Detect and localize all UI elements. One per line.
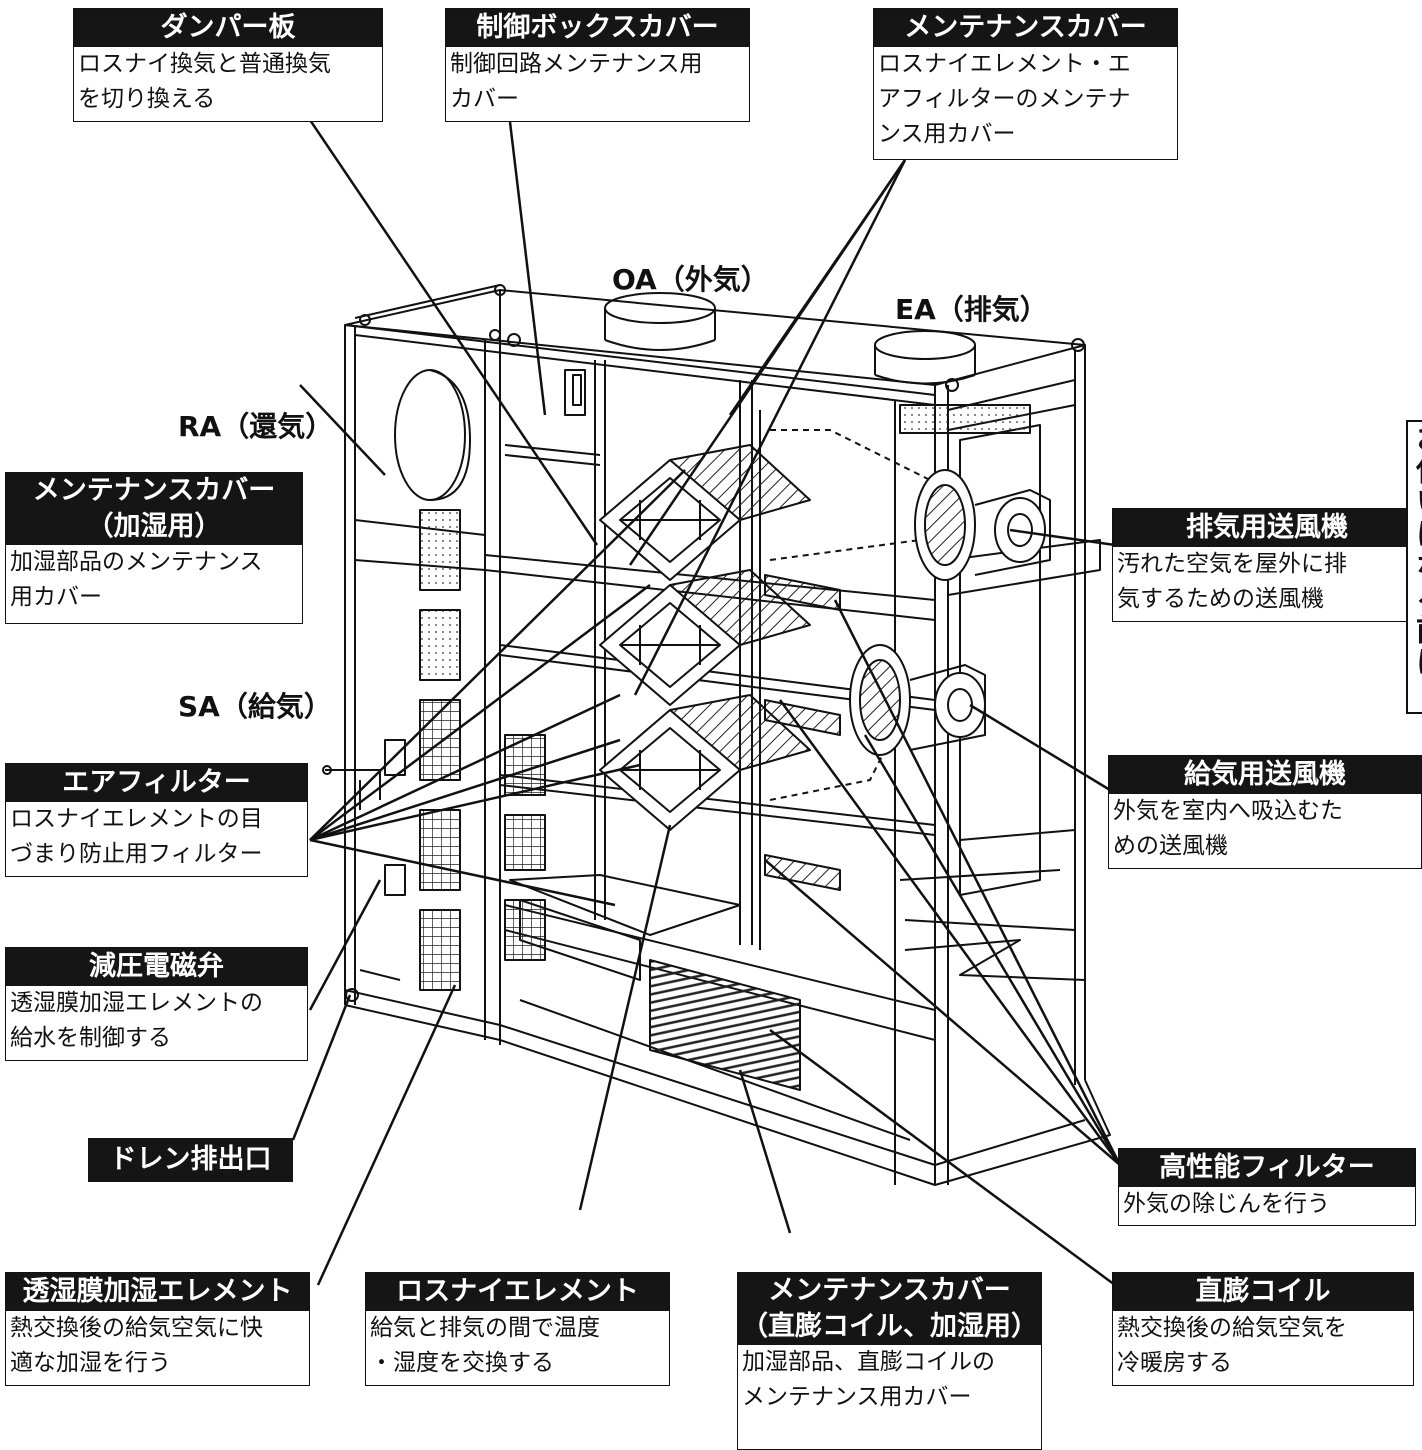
callout-damper-title: ダンパー板 <box>74 9 382 47</box>
callout-maintenance-coil-title: メンテナンスカバー （直膨コイル、加湿用） <box>738 1273 1041 1345</box>
callout-maintenance-coil: メンテナンスカバー （直膨コイル、加湿用） 加湿部品、直膨コイルの メンテナンス… <box>737 1272 1042 1450</box>
callout-control-box-desc: 制御回路メンテナンス用 カバー <box>450 51 703 112</box>
callout-maintenance-coil-desc: 加湿部品、直膨コイルの メンテナンス用カバー <box>742 1349 995 1410</box>
callout-hepa: 高性能フィルター 外気の除じんを行う <box>1118 1148 1416 1226</box>
callout-lossnay: ロスナイエレメント 給気と排気の間で温度 ・湿度を交換する <box>365 1272 670 1386</box>
sa-label: SA（給気） <box>178 690 332 723</box>
callout-hepa-title: 高性能フィルター <box>1119 1149 1415 1187</box>
side-tab-text: お使いになる前に <box>1410 422 1422 678</box>
callout-coil: 直膨コイル 熱交換後の給気空気を 冷暖房する <box>1112 1272 1414 1386</box>
oa-label: OA（外気） <box>612 263 769 296</box>
callout-maintenance-humid-title: メンテナンスカバー （加湿用） <box>6 473 302 545</box>
callout-control-box: 制御ボックスカバー 制御回路メンテナンス用 カバー <box>445 8 750 122</box>
callout-drain-title: ドレン排出口 <box>88 1138 293 1182</box>
callout-valve-title: 減圧電磁弁 <box>6 948 307 986</box>
callout-coil-desc: 熱交換後の給気空気を 冷暖房する <box>1117 1315 1347 1376</box>
callout-exhaust-fan-title: 排気用送風機 <box>1113 509 1421 547</box>
callout-valve: 減圧電磁弁 透湿膜加湿エレメントの 給水を制御する <box>5 947 308 1061</box>
callout-maintenance-humid-desc: 加湿部品のメンテナンス 用カバー <box>10 549 263 610</box>
callout-damper: ダンパー板 ロスナイ換気と普通換気 を切り換える <box>73 8 383 122</box>
callout-damper-desc: ロスナイ換気と普通換気 を切り換える <box>78 51 331 112</box>
callout-maintenance-top: メンテナンスカバー ロスナイエレメント・エ アフィルターのメンテナ ンス用カバー <box>873 8 1178 160</box>
callout-lossnay-title: ロスナイエレメント <box>366 1273 669 1311</box>
callout-exhaust-fan-desc: 汚れた空気を屋外に排 気するための送風機 <box>1117 551 1347 612</box>
callout-membrane: 透湿膜加湿エレメント 熱交換後の給気空気に快 適な加湿を行う <box>5 1272 310 1386</box>
callout-air-filter-title: エアフィルター <box>6 764 307 802</box>
callout-supply-fan-desc: 外気を室内へ吸込むた めの送風機 <box>1113 798 1343 859</box>
callout-maintenance-top-title: メンテナンスカバー <box>874 9 1177 47</box>
callout-air-filter-desc: ロスナイエレメントの目 づまり防止用フィルター <box>10 806 263 867</box>
callout-hepa-desc: 外気の除じんを行う <box>1123 1191 1330 1217</box>
callout-air-filter: エアフィルター ロスナイエレメントの目 づまり防止用フィルター <box>5 763 308 877</box>
ea-label: EA（排気） <box>895 293 1048 326</box>
callout-membrane-title: 透湿膜加湿エレメント <box>6 1273 309 1311</box>
callout-supply-fan: 給気用送風機 外気を室内へ吸込むた めの送風機 <box>1108 755 1422 869</box>
callout-exhaust-fan: 排気用送風機 汚れた空気を屋外に排 気するための送風機 <box>1112 508 1422 622</box>
ra-label: RA（還気） <box>178 410 334 443</box>
callout-maintenance-top-desc: ロスナイエレメント・エ アフィルターのメンテナ ンス用カバー <box>878 51 1131 147</box>
side-tab: お使いになる前に <box>1406 420 1422 714</box>
callout-valve-desc: 透湿膜加湿エレメントの 給水を制御する <box>10 990 263 1051</box>
callout-membrane-desc: 熱交換後の給気空気に快 適な加湿を行う <box>10 1315 263 1376</box>
callout-maintenance-humid: メンテナンスカバー （加湿用） 加湿部品のメンテナンス 用カバー <box>5 472 303 624</box>
callout-lossnay-desc: 給気と排気の間で温度 ・湿度を交換する <box>370 1315 600 1376</box>
callout-coil-title: 直膨コイル <box>1113 1273 1413 1311</box>
callout-control-box-title: 制御ボックスカバー <box>446 9 749 47</box>
callout-supply-fan-title: 給気用送風機 <box>1109 756 1421 794</box>
